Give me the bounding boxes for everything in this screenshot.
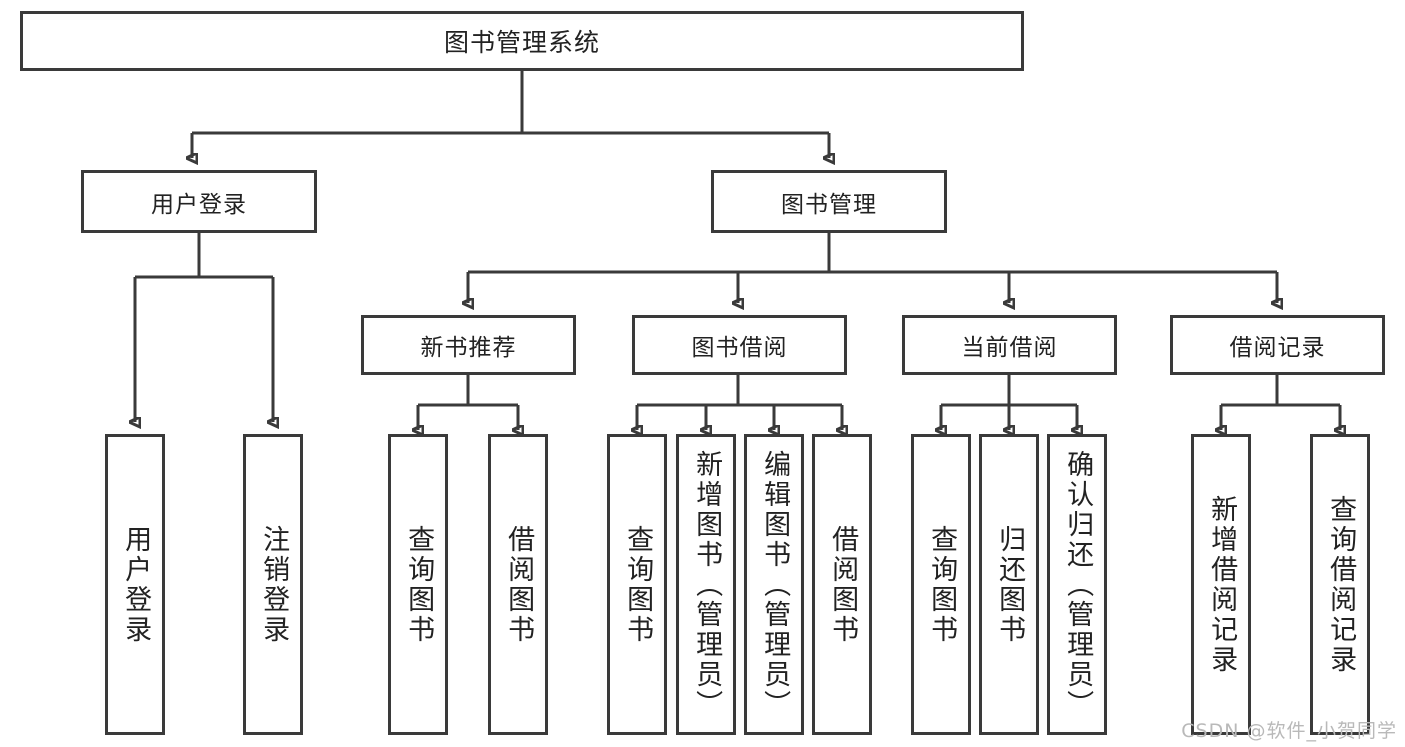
node-leaf-query-borrow-record-label: 查询借阅记录 xyxy=(1325,494,1357,675)
node-book-borrow-label: 图书借阅 xyxy=(691,335,788,361)
node-book-management[interactable]: 图书管理 xyxy=(711,170,947,233)
node-user-login[interactable]: 用户登录 xyxy=(81,170,317,233)
node-leaf-add-book-admin-label: 新增图书（管理员） xyxy=(691,449,723,720)
node-book-borrow[interactable]: 图书借阅 xyxy=(632,315,847,375)
node-current-borrow[interactable]: 当前借阅 xyxy=(902,315,1117,375)
node-leaf-confirm-return-admin[interactable]: 确认归还（管理员） xyxy=(1047,434,1107,735)
node-leaf-edit-book-admin-label: 编辑图书（管理员） xyxy=(759,449,791,720)
node-leaf-query-borrow-record[interactable]: 查询借阅记录 xyxy=(1310,434,1370,735)
node-leaf-logout-login[interactable]: 注销登录 xyxy=(243,434,303,735)
node-user-login-label: 用户登录 xyxy=(151,191,247,218)
node-leaf-return-book-label: 归还图书 xyxy=(994,524,1026,645)
node-leaf-borrow-book-1-label: 借阅图书 xyxy=(503,524,535,645)
node-leaf-add-borrow-record-label: 新增借阅记录 xyxy=(1206,494,1238,675)
node-leaf-borrow-book-1[interactable]: 借阅图书 xyxy=(488,434,548,735)
node-borrow-record-label: 借阅记录 xyxy=(1229,335,1326,361)
node-leaf-query-book-3[interactable]: 查询图书 xyxy=(911,434,971,735)
node-leaf-query-book-1-label: 查询图书 xyxy=(403,524,435,645)
node-leaf-return-book[interactable]: 归还图书 xyxy=(979,434,1039,735)
node-root-label: 图书管理系统 xyxy=(443,28,600,57)
node-current-borrow-label: 当前借阅 xyxy=(961,335,1058,361)
node-leaf-query-book-2[interactable]: 查询图书 xyxy=(607,434,667,735)
node-leaf-edit-book-admin[interactable]: 编辑图书（管理员） xyxy=(744,434,804,735)
node-leaf-query-book-2-label: 查询图书 xyxy=(622,524,654,645)
node-root-system[interactable]: 图书管理系统 xyxy=(20,11,1024,71)
node-leaf-borrow-book-2-label: 借阅图书 xyxy=(827,524,859,645)
node-leaf-add-book-admin[interactable]: 新增图书（管理员） xyxy=(676,434,736,735)
node-leaf-query-book-3-label: 查询图书 xyxy=(926,524,958,645)
node-borrow-record[interactable]: 借阅记录 xyxy=(1170,315,1385,375)
node-leaf-logout-login-label: 注销登录 xyxy=(258,524,290,645)
node-leaf-user-login-label: 用户登录 xyxy=(120,524,152,645)
node-book-management-label: 图书管理 xyxy=(781,191,877,218)
node-new-book-recommend-label: 新书推荐 xyxy=(420,335,517,361)
node-leaf-query-book-1[interactable]: 查询图书 xyxy=(388,434,448,735)
node-leaf-borrow-book-2[interactable]: 借阅图书 xyxy=(812,434,872,735)
node-leaf-user-login[interactable]: 用户登录 xyxy=(105,434,165,735)
node-leaf-confirm-return-admin-label: 确认归还（管理员） xyxy=(1062,449,1094,720)
node-leaf-add-borrow-record[interactable]: 新增借阅记录 xyxy=(1191,434,1251,735)
node-new-book-recommend[interactable]: 新书推荐 xyxy=(361,315,576,375)
